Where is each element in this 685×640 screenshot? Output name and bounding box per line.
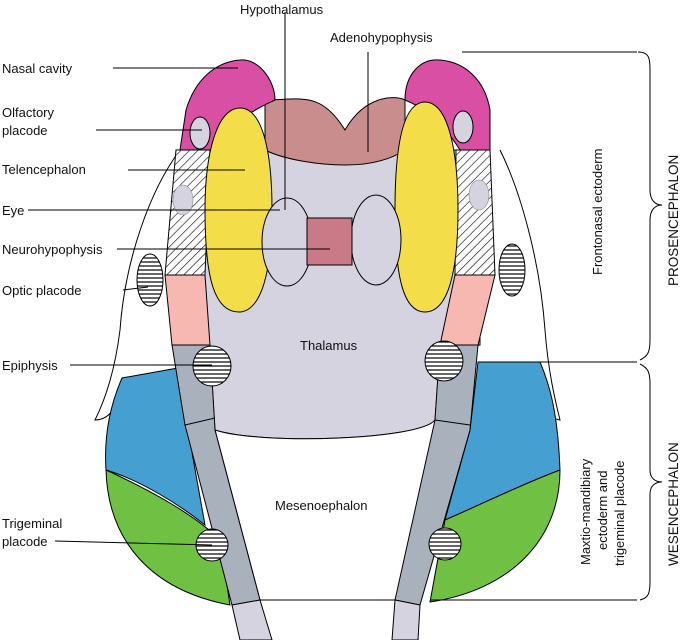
telencephalon-right <box>394 101 459 313</box>
epiphysis-right <box>424 340 464 382</box>
adenohypophysis-region <box>264 97 406 166</box>
salmon-left <box>164 274 211 346</box>
label-olfactory-placode-2: placode <box>2 123 48 138</box>
maxillary-left-blue <box>105 367 206 527</box>
label-adenohypophysis: Adenohypophysis <box>330 30 433 45</box>
label-olfactory-placode-1: Olfactory <box>2 105 55 120</box>
label-epiphysis: Epiphysis <box>2 358 58 373</box>
label-neurohypophysis: Neurohypophysis <box>2 242 103 257</box>
neurohypophysis <box>306 217 353 266</box>
label-prosencephalon: PROSENCEPHALON <box>666 155 681 286</box>
label-telencephalon: Telencephalon <box>2 162 86 177</box>
faint-placode-left <box>172 184 194 216</box>
label-optic-placode: Optic placode <box>2 283 82 298</box>
mandibular-left-green <box>105 469 231 606</box>
eye-right <box>350 194 402 286</box>
label-mesencephalon: Mesenoephalon <box>275 498 368 513</box>
epiphysis-left <box>192 345 232 387</box>
optic-placode-left <box>136 253 164 307</box>
faint-placode-right <box>468 179 490 211</box>
label-nasal-cavity: Nasal cavity <box>2 61 73 76</box>
label-maxillo-2: ectoderm and <box>595 471 610 551</box>
salmon-right <box>439 274 496 346</box>
olfactory-placode-left <box>189 116 211 150</box>
hatched-right <box>454 149 496 276</box>
optic-placode-right <box>498 243 526 297</box>
label-trigeminal-placode-1: Trigeminal <box>2 516 62 531</box>
tube-end-left <box>231 599 273 640</box>
label-frontonasal-ectoderm: Frontonasal ectoderm <box>590 149 605 275</box>
label-trigeminal-placode-2: placode <box>2 534 48 549</box>
mandibular-right-green <box>429 469 561 603</box>
label-maxillo-1: Maxtio-mandibiary <box>578 458 593 565</box>
label-maxillo-3: trigeminal placode <box>612 460 627 566</box>
label-hypothalamus: Hypothalamus <box>240 2 324 17</box>
eye-left <box>261 197 313 287</box>
label-eye: Eye <box>2 203 24 218</box>
label-wesencephalon: WESENCEPHALON <box>666 442 681 566</box>
label-thalamus: Thalamus <box>300 338 358 353</box>
olfactory-placode-right <box>452 110 474 144</box>
tube-end-right <box>391 599 421 640</box>
trigeminal-placode-right <box>428 527 462 561</box>
